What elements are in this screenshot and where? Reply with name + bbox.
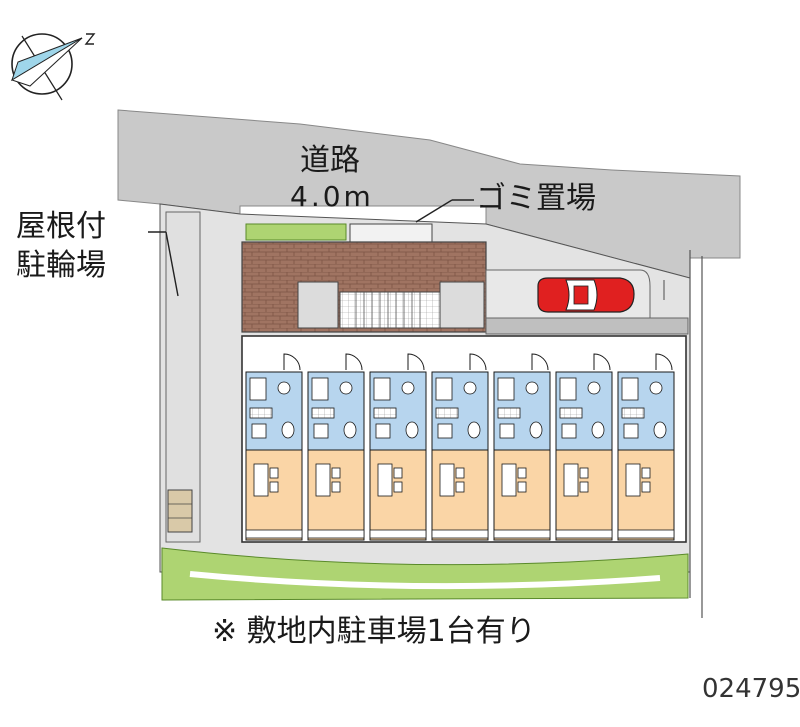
grass-strip-top [245, 223, 347, 241]
storage-box [167, 489, 193, 533]
unit-3 [369, 353, 427, 541]
unit-5 [493, 353, 551, 541]
unit-1 [245, 353, 303, 541]
car-icon [537, 277, 635, 313]
parking-note: ※ 敷地内駐車場1台有り [212, 614, 536, 649]
stairs [355, 292, 421, 328]
bicycle-parking-label-line1: 屋根付 [16, 209, 106, 244]
road-width-label: 4.0m [290, 180, 374, 213]
road-label: 道路 [300, 143, 360, 178]
unit-2 [307, 353, 365, 541]
plan-code: 024795 [702, 674, 800, 704]
unit-7 [617, 353, 675, 541]
bicycle-parking-label-line2: 駐輪場 [16, 248, 106, 283]
north-compass-icon [10, 33, 96, 101]
units-group [245, 353, 675, 541]
brick-facade [241, 241, 487, 333]
grass-strip-bottom [161, 547, 689, 601]
unit-4 [431, 353, 489, 541]
garbage-area [349, 223, 433, 243]
bicycle-parking-area [165, 211, 201, 543]
unit-6 [555, 353, 613, 541]
garbage-area-label: ゴミ置場 [476, 181, 596, 216]
